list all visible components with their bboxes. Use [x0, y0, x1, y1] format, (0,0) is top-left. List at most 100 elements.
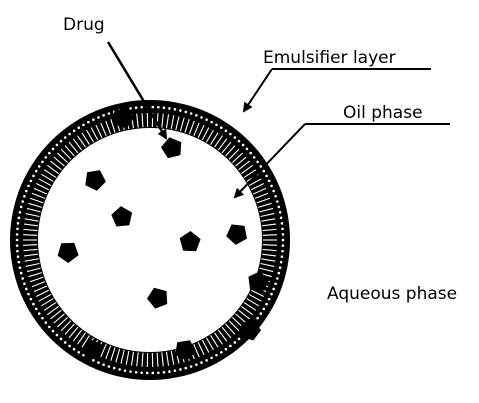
- emulsifier-head: [48, 152, 51, 155]
- emulsifier-head: [270, 293, 273, 296]
- emulsifier-head: [16, 228, 19, 231]
- emulsifier-head: [238, 338, 241, 341]
- emulsifier-head: [27, 293, 30, 296]
- emulsifier-head: [38, 165, 41, 168]
- emulsifier-head: [129, 370, 132, 373]
- emulsifier-head: [102, 363, 105, 366]
- emulsifier-head: [140, 371, 143, 374]
- emulsifier-head: [210, 357, 213, 360]
- emulsifier-head: [151, 372, 154, 375]
- emulsifier-head: [265, 303, 268, 306]
- emulsifier-head: [135, 106, 138, 109]
- emulsifier-head: [205, 359, 208, 362]
- emulsifier-head: [195, 363, 198, 366]
- emulsifier-head: [233, 136, 236, 139]
- emulsifier-head: [44, 321, 47, 324]
- emulsifier-head: [73, 348, 76, 351]
- oil-phase-core: [38, 128, 262, 352]
- emulsifier-head: [282, 239, 285, 242]
- emulsifier-head: [129, 107, 132, 110]
- emulsifier-head: [262, 308, 265, 311]
- emulsifier-head: [21, 200, 24, 203]
- emulsifier-head: [18, 261, 21, 264]
- emulsifier-head: [97, 116, 100, 119]
- emulsifier-head: [281, 250, 284, 253]
- emulsifier-head: [229, 133, 232, 136]
- emulsifier-head: [279, 211, 282, 214]
- emulsifier-head: [225, 348, 228, 351]
- emulsifier-head: [77, 351, 80, 354]
- emulsifier-head: [163, 371, 166, 374]
- emulsifier-head: [282, 233, 285, 236]
- emulsifier-head: [23, 195, 26, 198]
- emulsifier-head: [276, 200, 279, 203]
- emulsifier-head: [225, 129, 228, 132]
- emulsifier-head: [195, 114, 198, 117]
- emulsifier-head: [64, 136, 67, 139]
- emulsifier-head: [179, 368, 182, 371]
- emulsifier-head: [270, 185, 273, 188]
- emulsifier-head: [124, 369, 127, 372]
- emulsifier-head: [20, 272, 23, 275]
- emulsifier-head: [16, 233, 19, 236]
- emulsifier-head: [30, 298, 33, 301]
- emulsifier-head: [259, 312, 262, 315]
- aqueous-phase-label: Aqueous phase: [327, 284, 457, 304]
- emulsifier-head: [113, 367, 116, 370]
- emulsifier-head: [282, 244, 285, 247]
- emulsifier-head: [157, 106, 160, 109]
- emulsifier-head: [179, 109, 182, 112]
- emulsifier-head: [151, 106, 154, 109]
- emulsifier-head: [17, 255, 20, 258]
- emulsifier-head: [229, 345, 232, 348]
- emulsifier-tail: [23, 235, 37, 236]
- emulsifier-head: [278, 272, 281, 275]
- emulsifier-head: [157, 371, 160, 374]
- emulsifier-head: [82, 124, 85, 127]
- emulsifier-head: [281, 255, 284, 258]
- emulsifier-head: [27, 185, 30, 188]
- emulsifier-head: [253, 156, 256, 159]
- emulsifier-head: [262, 170, 265, 173]
- emulsifier-head: [205, 118, 208, 121]
- emulsifier-tail: [263, 235, 277, 236]
- emulsifier-head: [146, 372, 149, 375]
- emulsifier-head: [68, 345, 71, 348]
- emulsifier-head: [52, 330, 55, 333]
- emulsifier-head: [233, 341, 236, 344]
- emulsifier-head: [35, 308, 38, 311]
- emulsifier-head: [23, 282, 26, 285]
- emulsifier-head: [135, 371, 138, 374]
- emulsifier-head: [200, 361, 203, 364]
- emulsifier-head: [32, 175, 35, 178]
- emulsifier-head: [215, 354, 218, 357]
- emulsifier-head: [281, 222, 284, 225]
- emulsifier-head: [102, 114, 105, 117]
- emulsifier-head: [249, 152, 252, 155]
- emulsifier-head: [265, 175, 268, 178]
- emulsifier-head: [20, 206, 23, 209]
- emulsifier-head: [281, 228, 284, 231]
- emulsifier-head: [220, 351, 223, 354]
- emulsifier-head: [108, 112, 111, 115]
- emulsifier-head: [25, 190, 28, 193]
- emulsifier-head: [210, 121, 213, 124]
- emulsifier-head: [274, 195, 277, 198]
- emulsifier-head: [92, 359, 95, 362]
- emulsifier-head: [32, 303, 35, 306]
- emulsifier-head: [190, 365, 193, 368]
- emulsifier-head: [280, 261, 283, 264]
- drug-label: Drug: [63, 15, 105, 35]
- emulsifier-head: [60, 140, 63, 143]
- emulsifier-head: [215, 124, 218, 127]
- emulsifier-head: [52, 148, 55, 151]
- emulsifier-head: [168, 107, 171, 110]
- emulsifier-layer-label: Emulsifier layer: [263, 48, 396, 68]
- emulsifier-head: [276, 277, 279, 280]
- emulsifier-head: [73, 129, 76, 132]
- emulsifier-head: [16, 239, 19, 242]
- emulsifier-head: [16, 250, 19, 253]
- emulsifier-head: [87, 121, 90, 124]
- emulsifier-head: [184, 111, 187, 114]
- emulsifier-head: [190, 112, 193, 115]
